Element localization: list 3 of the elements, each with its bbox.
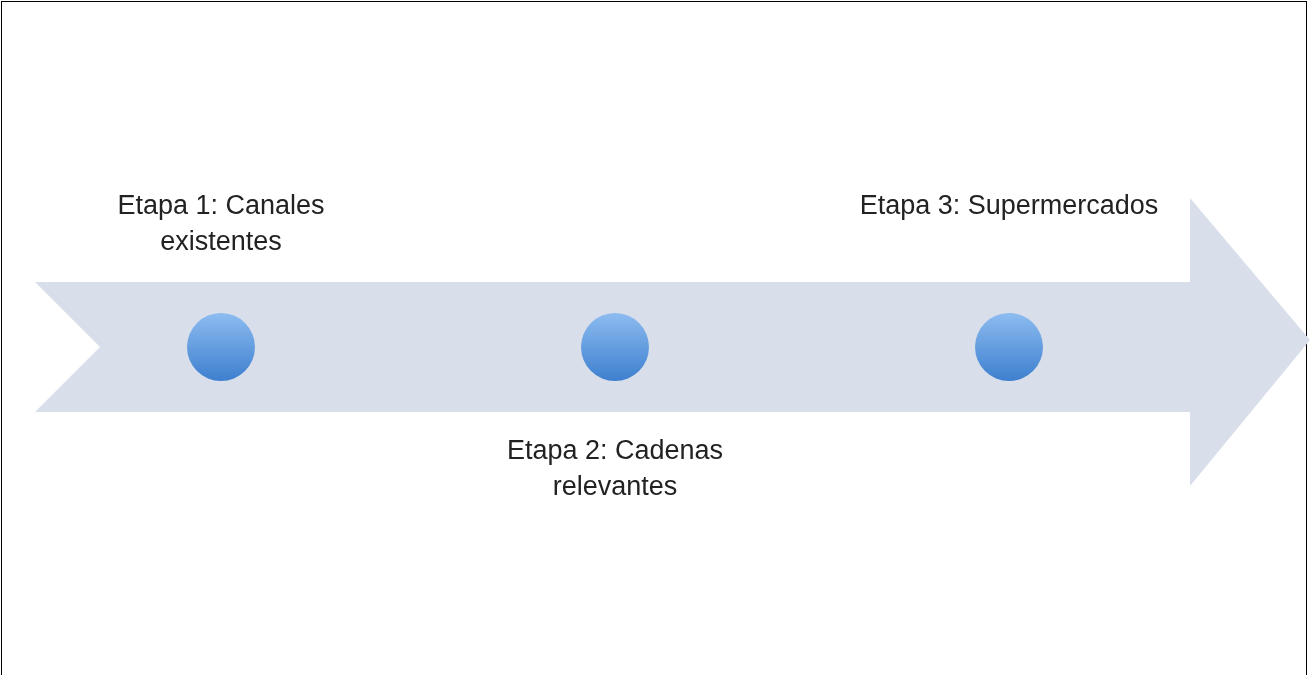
stage-label: Etapa 2: Cadenas relevantes — [505, 434, 725, 503]
stage-label: Etapa 1: Canales existentes — [116, 189, 326, 258]
stage-label: Etapa 3: Supermercados — [859, 189, 1159, 222]
